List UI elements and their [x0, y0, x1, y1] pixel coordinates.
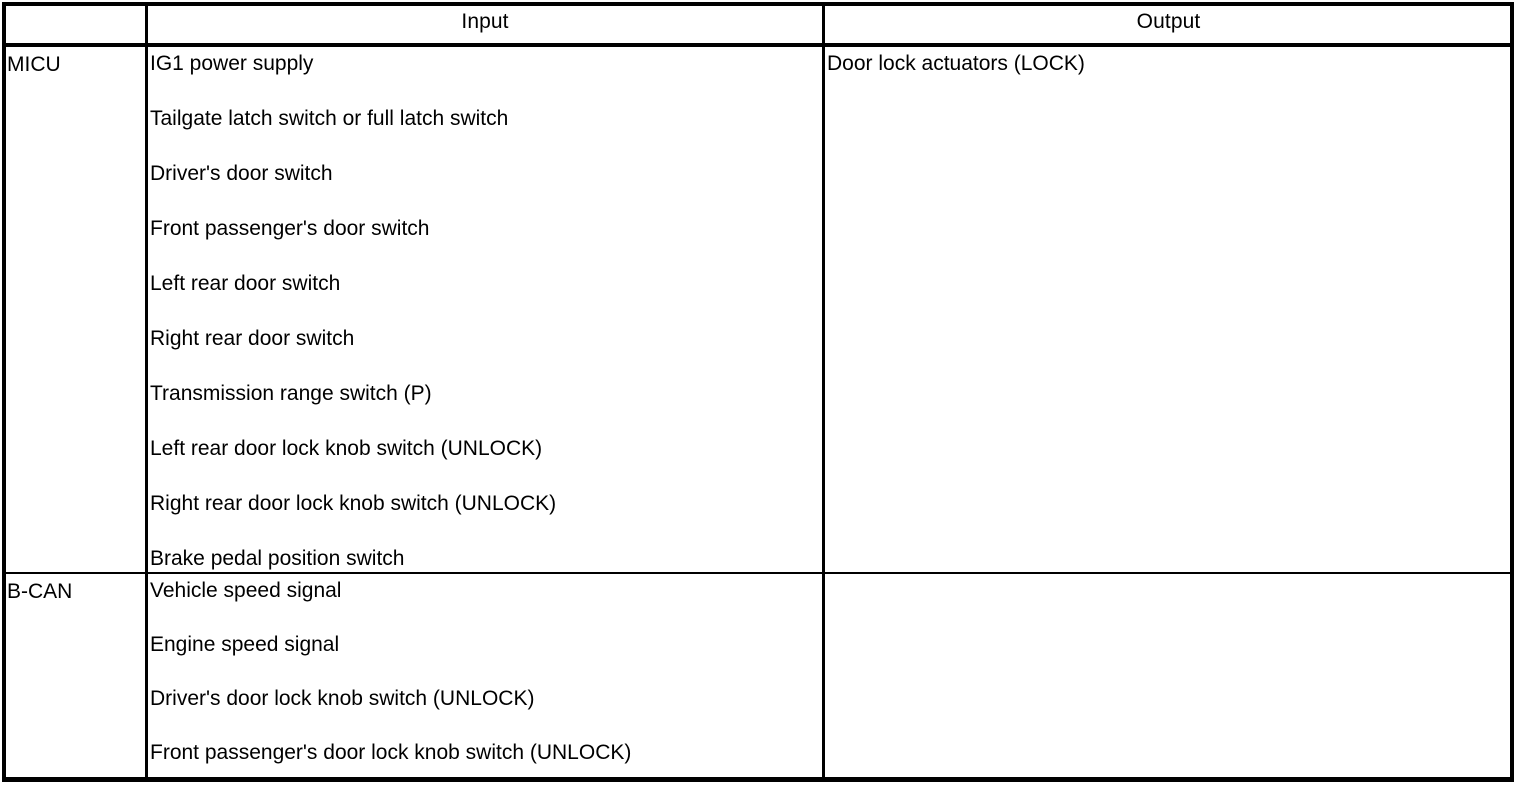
table-header-row: Input Output — [0, 0, 1520, 43]
table-row-bcan: B-CAN Vehicle speed signal Engine speed … — [0, 574, 1520, 782]
list-item: Vehicle speed signal — [150, 579, 342, 602]
table-row-micu: MICU IG1 power supply Tailgate latch swi… — [0, 47, 1520, 572]
column-divider-source-input — [145, 2, 148, 782]
list-item: Engine speed signal — [150, 633, 340, 656]
row-divider-micu-bcan — [2, 572, 1514, 574]
header-cell-output: Output — [1136, 10, 1201, 33]
list-item: Driver's door switch — [150, 162, 333, 185]
row-input-cell-micu: IG1 power supply Tailgate latch switch o… — [150, 47, 818, 603]
list-item: IG1 power supply — [150, 52, 314, 75]
row-source-label-bcan: B-CAN — [7, 580, 73, 603]
list-item: Driver's door lock knob switch (UNLOCK) — [150, 687, 535, 710]
list-item: Brake pedal position switch — [150, 547, 405, 570]
header-row-divider — [2, 43, 1514, 47]
input-item-list-micu: IG1 power supply Tailgate latch switch o… — [150, 53, 818, 570]
input-item-list-bcan: Vehicle speed signal Engine speed signal… — [150, 580, 818, 764]
list-item: Transmission range switch (P) — [150, 382, 432, 405]
list-item: Left rear door lock knob switch (UNLOCK) — [150, 437, 543, 460]
list-item: Door lock actuators (LOCK) — [827, 52, 1085, 75]
row-input-cell-bcan: Vehicle speed signal Engine speed signal… — [150, 574, 818, 796]
row-output-cell-micu: Door lock actuators (LOCK) — [827, 47, 1507, 108]
header-cell-source — [6, 0, 145, 43]
list-item: Right rear door switch — [150, 327, 355, 350]
list-item: Right rear door lock knob switch (UNLOCK… — [150, 492, 557, 515]
list-item: Front passenger's door switch — [150, 217, 430, 240]
list-item: Tailgate latch switch or full latch swit… — [150, 107, 509, 130]
row-output-cell-bcan — [827, 574, 1507, 580]
header-cell-input: Input — [461, 10, 509, 33]
list-item: Front passenger's door lock knob switch … — [150, 741, 632, 764]
row-source-label-micu: MICU — [7, 53, 61, 76]
list-item: Left rear door switch — [150, 272, 341, 295]
table-outer-border — [2, 2, 1514, 782]
column-divider-input-output — [822, 2, 825, 782]
output-item-list-micu: Door lock actuators (LOCK) — [827, 53, 1507, 75]
